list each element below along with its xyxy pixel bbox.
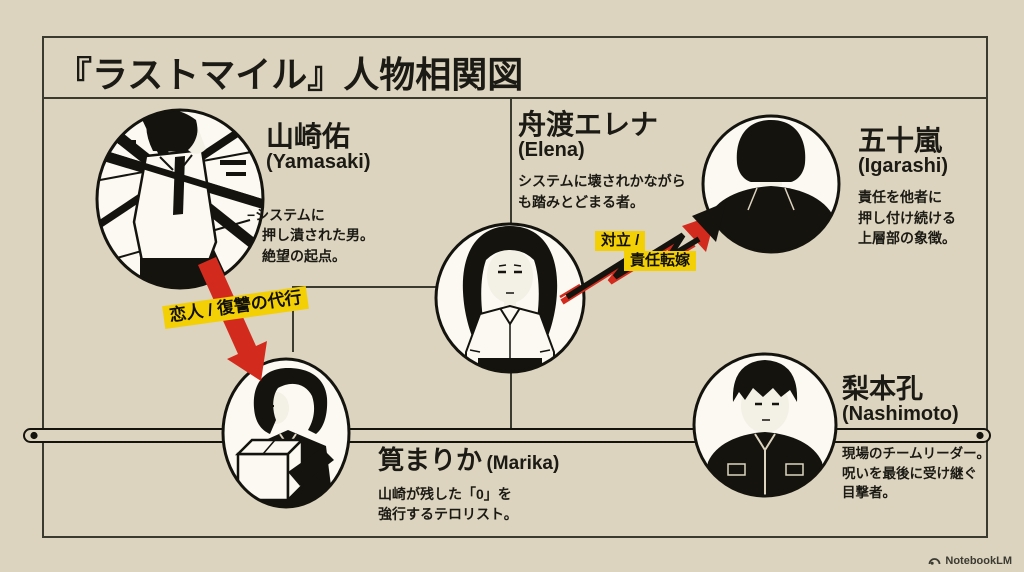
character-name: 筧まりか — [378, 445, 483, 475]
relationship-label-conflict-2: 責任転嫁 — [624, 251, 697, 272]
notebooklm-brand: NotebookLM — [928, 555, 1012, 567]
character-romaji: (Igarashi) — [858, 155, 949, 178]
marika-portrait-icon — [221, 357, 351, 509]
brand-text: NotebookLM — [945, 555, 1012, 567]
track-left-dot — [30, 431, 38, 440]
elena-portrait-icon — [434, 222, 586, 374]
character-name: 舟渡エレナ — [518, 109, 659, 140]
character-name: 梨本孔 — [842, 374, 923, 404]
character-card-nashimoto: 梨本孔 (Nashimoto) 現場のチームリーダー。 呪いを最後に受け継ぐ 目… — [842, 375, 990, 503]
character-desc: システムに壊されかながら も踏みとどまる者。 — [518, 173, 686, 210]
relationship-label-conflict-1: 対立 / — [595, 231, 646, 252]
character-card-igarashi: 五十嵐 (Igarashi) 責任を他者に 押し付け続ける 上層部の象徴。 — [858, 126, 956, 248]
character-romaji: (Elena) — [518, 139, 585, 162]
character-romaji: (Yamasaki) — [266, 151, 371, 174]
nashimoto-portrait-icon — [692, 352, 838, 498]
character-romaji: (Marika) — [486, 453, 560, 474]
character-card-elena: 舟渡エレナ (Elena) システムに壊されかながら も踏みとどまる者。 — [518, 110, 686, 212]
character-desc: 責任を他者に 押し付け続ける 上層部の象徴。 — [858, 189, 956, 246]
title-frame — [42, 36, 988, 99]
character-card-yamasaki: 山崎佑 (Yamasaki) — [266, 122, 371, 174]
character-card-marika: 筧まりか (Marika) 山崎が残した「0」を 強行するテロリスト。 — [378, 445, 560, 525]
yamasaki-portrait-icon — [95, 108, 265, 290]
page-title: 『ラストマイル』人物相関図 — [56, 54, 524, 95]
notebooklm-logo-icon — [928, 558, 941, 565]
character-name: 山崎佑 — [266, 121, 351, 152]
content-frame — [42, 99, 988, 538]
character-romaji: (Nashimoto) — [842, 403, 959, 426]
character-desc-yamasaki: −システムに 押し潰された男。 絶望の起点。 — [247, 207, 374, 264]
character-name: 五十嵐 — [858, 125, 943, 156]
track-right-dot — [976, 431, 984, 440]
character-desc: 山崎が残した「0」を 強行するテロリスト。 — [378, 486, 518, 523]
igarashi-portrait-icon — [701, 114, 841, 254]
character-desc: 現場のチームリーダー。 呪いを最後に受け継ぐ 目撃者。 — [842, 446, 990, 501]
